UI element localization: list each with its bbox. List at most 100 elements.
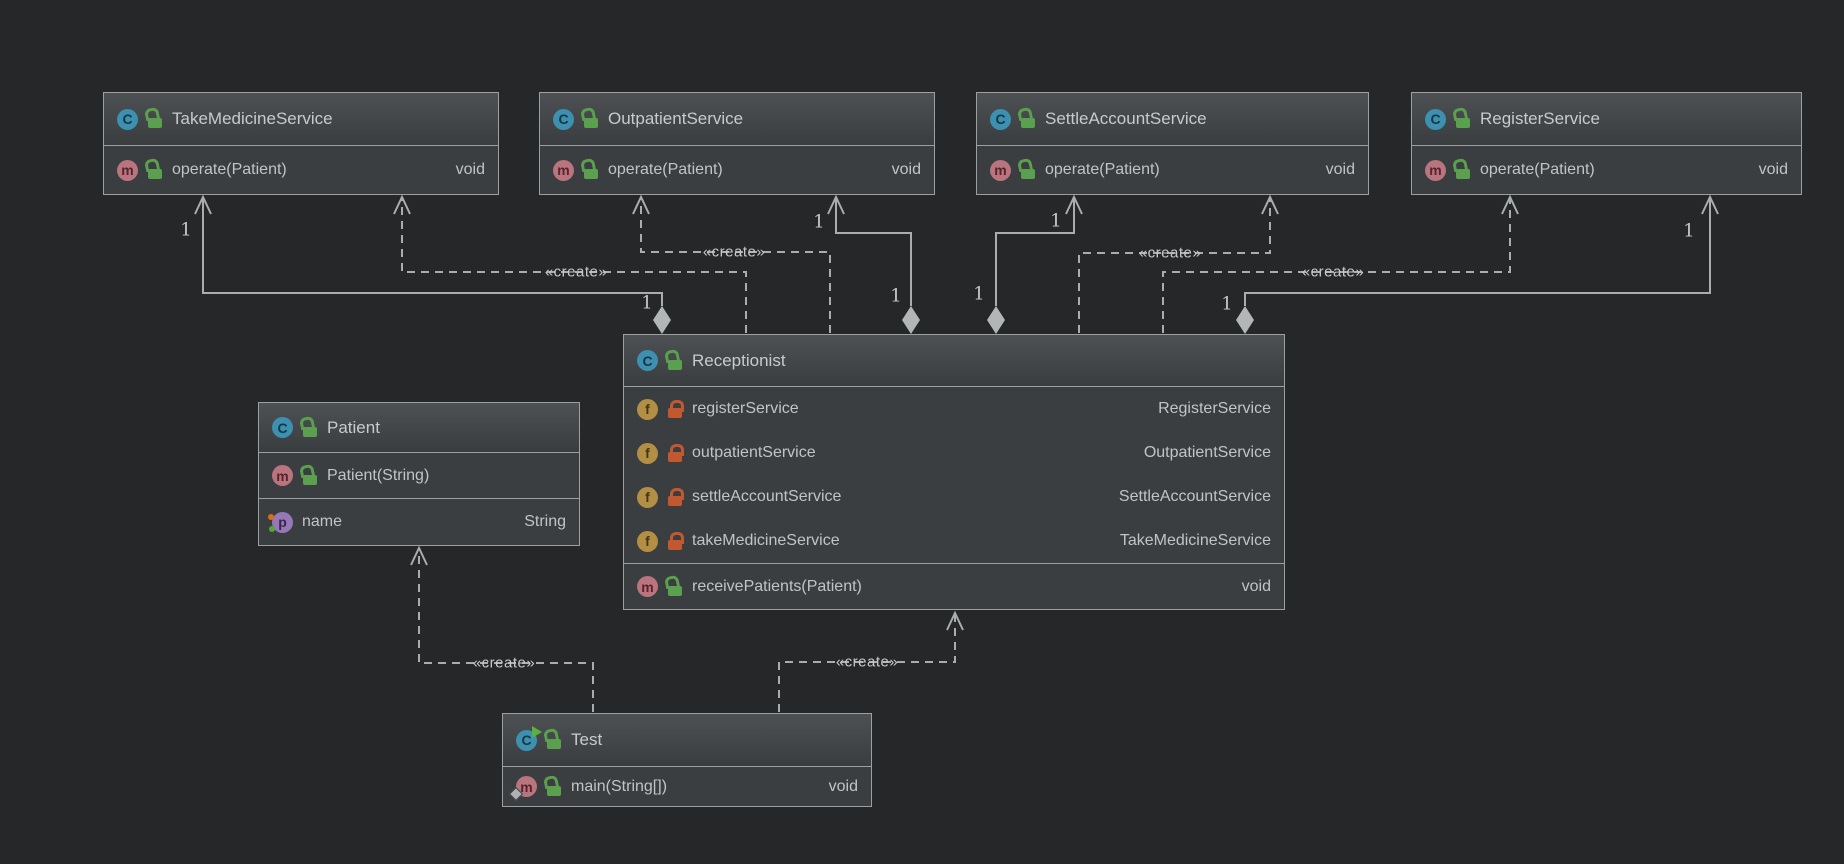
main-method-icon: m <box>508 776 537 802</box>
field-row[interactable]: f registerService RegisterService <box>624 387 1284 431</box>
property-dot-green-icon <box>269 525 275 532</box>
create-edge-receptionist-takemedicineservice[interactable] <box>393 194 747 333</box>
create-edge-test-patient[interactable] <box>410 545 594 712</box>
method-name: receivePatients(Patient) <box>692 577 862 595</box>
multiplicity-label: 1 <box>641 292 653 314</box>
field-type: TakeMedicineService <box>1119 532 1271 549</box>
class-icon: C <box>553 108 574 130</box>
class-box-receptionist[interactable]: C Receptionist f registerService Registe… <box>623 334 1285 610</box>
class-name: OutpatientService <box>608 109 744 128</box>
method-row[interactable]: m operate(Patient) void <box>540 146 934 194</box>
class-name: TakeMedicineService <box>172 109 333 128</box>
method-return-type: void <box>455 161 485 178</box>
field-name: takeMedicineService <box>692 532 840 549</box>
method-row[interactable]: m main(String[]) void <box>503 767 871 806</box>
class-icon: C <box>117 108 138 130</box>
field-icon: f <box>637 398 658 420</box>
aggregation-edge-registerservice[interactable] <box>1236 194 1719 334</box>
method-name: main(String[]) <box>571 777 668 795</box>
class-box-test[interactable]: C Test m main(String[]) void <box>502 713 872 807</box>
method-icon: m <box>637 576 658 597</box>
class-icon: C <box>1425 108 1446 130</box>
method-return-type: void <box>828 777 858 795</box>
public-lock-icon <box>667 578 683 596</box>
field-icon: f <box>637 486 658 508</box>
class-icon: C <box>272 417 293 438</box>
method-return-type: void <box>891 161 921 178</box>
class-header[interactable]: C Test <box>503 714 871 767</box>
create-edge-test-receptionist[interactable] <box>778 610 964 712</box>
class-name: SettleAccountService <box>1045 109 1207 128</box>
method-return-type: void <box>1758 161 1788 178</box>
multiplicity-label: 1 <box>973 283 985 305</box>
create-label: «create» <box>702 243 766 261</box>
method-name: operate(Patient) <box>1045 161 1160 178</box>
method-name: Patient(String) <box>327 466 430 484</box>
public-lock-icon <box>1020 110 1036 128</box>
create-label: «create» <box>835 653 899 671</box>
create-label: «create» <box>1138 244 1202 262</box>
class-header[interactable]: C SettleAccountService <box>977 93 1368 146</box>
aggregation-edge-outpatientservice[interactable] <box>827 194 920 334</box>
field-type: SettleAccountService <box>1118 488 1271 505</box>
create-edge-receptionist-registerservice[interactable] <box>1162 194 1519 333</box>
create-edge-receptionist-outpatientservice[interactable] <box>632 194 831 333</box>
public-lock-icon <box>302 419 318 437</box>
create-label: «create» <box>1301 263 1365 281</box>
class-icon: C <box>990 108 1011 130</box>
aggregation-edge-takemedicineservice[interactable] <box>194 194 671 334</box>
method-icon: m <box>117 159 138 181</box>
method-row[interactable]: m operate(Patient) void <box>1412 146 1801 194</box>
class-box-outpatientservice[interactable]: C OutpatientService m operate(Patient) v… <box>539 92 935 195</box>
create-edge-receptionist-settleaccountservice[interactable] <box>1078 194 1279 333</box>
multiplicity-label: 1 <box>180 219 192 241</box>
aggregation-edge-settleaccountservice[interactable] <box>987 194 1083 334</box>
public-lock-icon <box>546 778 562 796</box>
multiplicity-label: 1 <box>1050 210 1062 232</box>
method-row[interactable]: m receivePatients(Patient) void <box>624 563 1284 609</box>
private-lock-icon <box>667 532 684 550</box>
public-lock-icon <box>147 110 163 128</box>
property-row[interactable]: p name String <box>259 498 579 545</box>
method-name: operate(Patient) <box>172 161 287 178</box>
method-name: operate(Patient) <box>608 161 723 178</box>
method-return-type: void <box>1325 161 1355 178</box>
class-header[interactable]: C Receptionist <box>624 335 1284 387</box>
class-header[interactable]: C Patient <box>259 403 579 453</box>
class-name: Patient <box>327 417 380 437</box>
method-icon: m <box>990 159 1011 181</box>
field-row[interactable]: f outpatientService OutpatientService <box>624 431 1284 475</box>
field-icon: f <box>637 530 658 552</box>
field-row[interactable]: f settleAccountService SettleAccountServ… <box>624 475 1284 519</box>
private-lock-icon <box>667 444 684 462</box>
multiplicity-label: 1 <box>890 285 902 307</box>
class-box-registerservice[interactable]: C RegisterService m operate(Patient) voi… <box>1411 92 1802 195</box>
multiplicity-label: 1 <box>1221 293 1233 315</box>
private-lock-icon <box>667 488 684 506</box>
class-box-takemedicineservice[interactable]: C TakeMedicineService m operate(Patient)… <box>103 92 499 195</box>
method-icon: m <box>272 465 293 486</box>
public-lock-icon <box>1455 161 1471 179</box>
method-return-type: void <box>1241 577 1271 595</box>
field-row[interactable]: f takeMedicineService TakeMedicineServic… <box>624 519 1284 563</box>
class-name: RegisterService <box>1480 109 1600 128</box>
method-row[interactable]: m operate(Patient) void <box>977 146 1368 194</box>
class-box-settleaccountservice[interactable]: C SettleAccountService m operate(Patient… <box>976 92 1369 195</box>
class-icon: C <box>637 350 658 371</box>
property-dot-orange-icon <box>268 513 274 520</box>
public-lock-icon <box>583 161 599 179</box>
class-header[interactable]: C TakeMedicineService <box>104 93 498 146</box>
create-label: «create» <box>544 263 608 281</box>
constructor-row[interactable]: m Patient(String) <box>259 453 579 498</box>
class-header[interactable]: C OutpatientService <box>540 93 934 146</box>
method-row[interactable]: m operate(Patient) void <box>104 146 498 194</box>
class-box-patient[interactable]: C Patient m Patient(String) p name Strin… <box>258 402 580 546</box>
private-lock-icon <box>667 400 684 418</box>
field-name: registerService <box>692 400 799 417</box>
class-header[interactable]: C RegisterService <box>1412 93 1801 146</box>
method-icon: m <box>1425 159 1446 181</box>
public-lock-icon <box>583 110 599 128</box>
method-name: operate(Patient) <box>1480 161 1595 178</box>
multiplicity-label: 1 <box>813 211 825 233</box>
